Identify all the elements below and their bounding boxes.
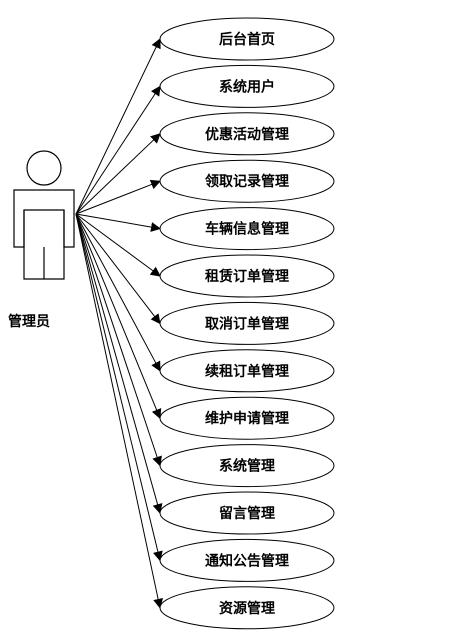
use-case-label: 留言管理 xyxy=(219,505,275,522)
association-arrow xyxy=(75,213,164,609)
use-case-ellipse xyxy=(159,586,335,630)
use-case: 通知公告管理 xyxy=(159,538,335,582)
association-arrow xyxy=(75,213,162,467)
association-arrow xyxy=(75,133,161,215)
use-case-ellipse xyxy=(159,159,335,203)
actor: 管理员 xyxy=(8,150,75,330)
association-arrow xyxy=(75,38,161,215)
use-case: 系统用户 xyxy=(159,64,335,108)
connectors xyxy=(75,38,164,609)
use-case-ellipse xyxy=(159,444,335,488)
use-case-label: 系统管理 xyxy=(219,458,275,475)
use-case-label: 领取记录管理 xyxy=(205,173,289,190)
use-case-label: 维护申请管理 xyxy=(205,410,289,427)
use-case-label: 取消订单管理 xyxy=(205,315,289,332)
use-case: 取消订单管理 xyxy=(159,301,335,345)
use-case-label: 系统用户 xyxy=(219,78,275,95)
use-case: 优惠活动管理 xyxy=(159,112,335,156)
use-case: 租赁订单管理 xyxy=(159,254,335,298)
actor-head xyxy=(26,150,62,186)
use-case: 维护申请管理 xyxy=(159,396,335,440)
actor-legs xyxy=(23,210,65,280)
use-case: 车辆信息管理 xyxy=(159,207,335,251)
use-case: 系统管理 xyxy=(159,444,335,488)
use-cases: 后台首页系统用户优惠活动管理领取记录管理车辆信息管理租赁订单管理取消订单管理续租… xyxy=(159,17,335,630)
use-case-label: 车辆信息管理 xyxy=(205,221,289,238)
use-case-label: 资源管理 xyxy=(219,600,275,617)
use-case-label: 租赁订单管理 xyxy=(205,268,289,285)
use-case-ellipse xyxy=(159,64,335,108)
actor-body xyxy=(13,189,75,248)
use-case: 后台首页 xyxy=(159,17,335,61)
use-case-ellipse xyxy=(159,301,335,345)
association-arrow xyxy=(75,213,163,514)
use-case-ellipse xyxy=(159,207,335,251)
use-case-ellipse xyxy=(159,112,335,156)
use-case: 领取记录管理 xyxy=(159,159,335,203)
use-case-ellipse xyxy=(159,349,335,393)
use-case-ellipse xyxy=(159,17,335,61)
use-case-ellipse xyxy=(159,396,335,440)
use-case-label: 通知公告管理 xyxy=(205,552,289,569)
use-case-label: 后台首页 xyxy=(219,31,275,48)
association-arrow xyxy=(75,213,161,372)
use-case: 续租订单管理 xyxy=(159,349,335,393)
use-case: 留言管理 xyxy=(159,491,335,535)
association-arrow xyxy=(75,213,161,277)
use-case-label: 续租订单管理 xyxy=(205,363,289,380)
use-case-ellipse xyxy=(159,254,335,298)
association-arrow xyxy=(75,213,161,325)
use-case-ellipse xyxy=(159,538,335,582)
association-arrow xyxy=(75,213,162,420)
association-arrow xyxy=(75,213,163,562)
actor-label: 管理员 xyxy=(8,313,50,330)
association-arrow xyxy=(75,85,161,215)
association-arrow xyxy=(75,179,161,215)
use-case-ellipse xyxy=(159,491,335,535)
association-arrow xyxy=(75,213,161,232)
use-case-label: 优惠活动管理 xyxy=(205,126,289,143)
use-case: 资源管理 xyxy=(159,586,335,630)
